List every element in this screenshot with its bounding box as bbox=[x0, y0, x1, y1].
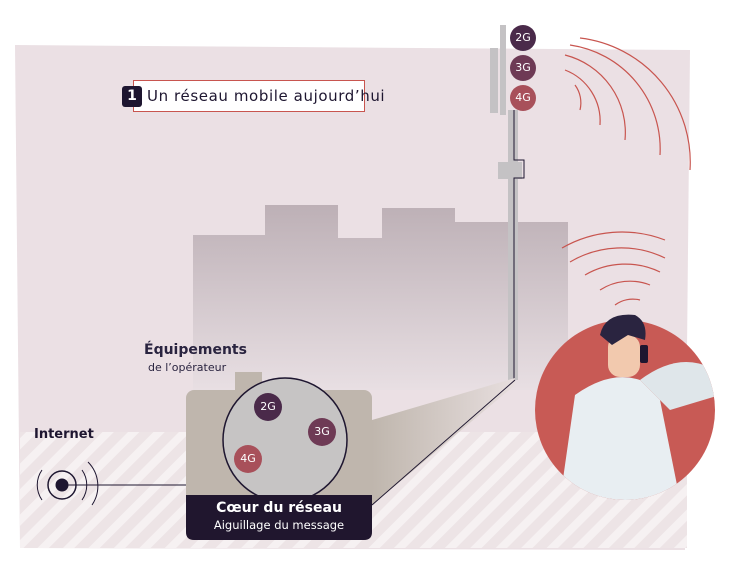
operator-subtitle: de l’opérateur bbox=[148, 361, 227, 374]
core-badge-4g: 4G bbox=[240, 452, 256, 465]
antenna-tower bbox=[490, 25, 525, 380]
tower-badge-2g: 2G bbox=[515, 31, 531, 44]
tower-badge-3g: 3G bbox=[515, 61, 531, 74]
core-banner bbox=[186, 495, 372, 540]
internet-label: Internet bbox=[34, 427, 94, 442]
core-title: Cœur du réseau bbox=[216, 500, 342, 516]
person-illustration bbox=[535, 314, 715, 500]
tower-badge-4g: 4G bbox=[515, 91, 531, 104]
signal-waves-phone bbox=[561, 231, 666, 306]
operator-title: Équipements bbox=[144, 342, 247, 358]
internet-icon bbox=[36, 461, 186, 506]
signal-waves-tower bbox=[564, 37, 691, 171]
core-badge-2g: 2G bbox=[260, 400, 276, 413]
buildings bbox=[193, 205, 568, 390]
core-badge-3g: 3G bbox=[314, 425, 330, 438]
section-number: 1 bbox=[122, 86, 142, 107]
title-box bbox=[133, 80, 365, 112]
core-subtitle: Aiguillage du message bbox=[213, 518, 345, 532]
section-title: Un réseau mobile aujourd’hui bbox=[147, 87, 386, 105]
